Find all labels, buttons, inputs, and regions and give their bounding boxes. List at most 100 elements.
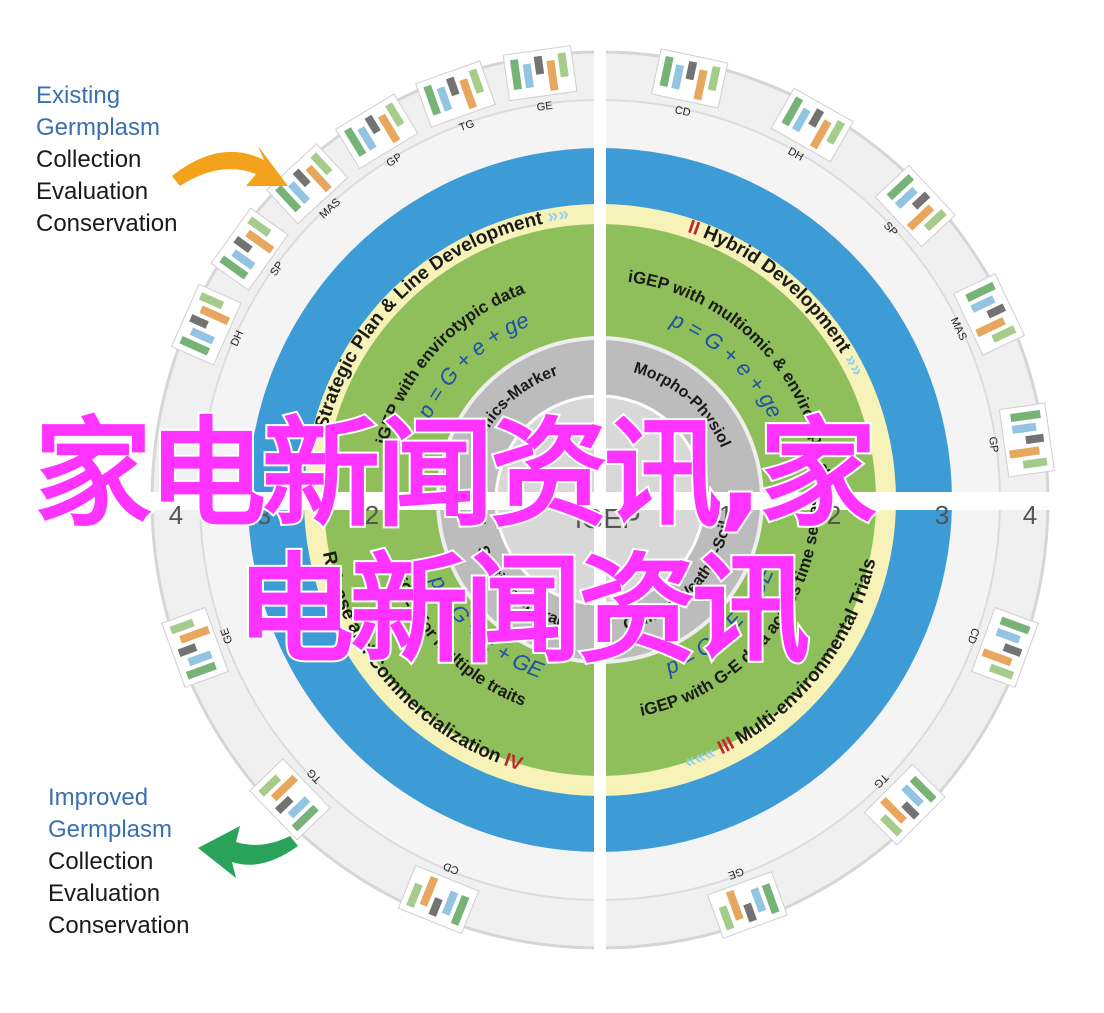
thumbnail-figure xyxy=(693,69,708,101)
thumbnail-figure xyxy=(880,796,907,824)
thumbnail-figure xyxy=(459,78,477,110)
thumbnail-tg: TG xyxy=(863,763,946,846)
thumbnail-figure xyxy=(199,305,231,326)
thumbnail-figure xyxy=(901,784,924,807)
axis-number-right-2: 2 xyxy=(827,500,841,530)
horizontal-divider xyxy=(150,492,1050,510)
thumbnail-figure xyxy=(894,186,918,210)
thumbnail-figure xyxy=(743,902,757,923)
orange-curved-arrow-icon xyxy=(172,146,288,186)
thumbnail-gp: GP xyxy=(986,402,1055,478)
collection-label: Collection xyxy=(48,848,154,875)
thumbnail-figure xyxy=(911,191,931,210)
thumbnail-label: GE xyxy=(219,626,236,645)
thumbnail-figure xyxy=(965,281,996,303)
thumbnail-figure xyxy=(179,625,211,644)
evaluation-label: Evaluation xyxy=(36,178,149,205)
axis-number-left-2: 2 xyxy=(365,500,379,530)
thumbnail-figure xyxy=(995,627,1021,644)
thumbnail-figure xyxy=(986,303,1007,319)
thumbnail-figure xyxy=(671,64,685,90)
axis-number-right-1: 1 xyxy=(719,500,733,530)
thumbnail-label: TG xyxy=(458,118,476,134)
thumbnail-figure xyxy=(419,875,439,907)
existing-germplasm-block: Existing Germplasm Collection Evaluation… xyxy=(36,80,177,240)
axis-number-right-4: 4 xyxy=(1023,500,1037,530)
thumbnail-label: GE xyxy=(726,865,745,882)
conservation-label: Conservation xyxy=(48,912,190,939)
center-label: iGEP xyxy=(575,503,640,534)
conservation-label: Conservation xyxy=(36,210,178,237)
evaluation-label: Evaluation xyxy=(48,880,161,907)
thumbnail-figure xyxy=(377,113,401,144)
thumbnail-figure xyxy=(975,316,1006,338)
thumbnail-figure xyxy=(981,648,1013,667)
thumbnail-figure xyxy=(274,795,294,815)
thumbnail-figure xyxy=(344,127,367,157)
thumbnail-figure xyxy=(970,295,996,313)
axis-number-right-3: 3 xyxy=(935,500,949,530)
thumbnail-ge: GE xyxy=(706,865,788,939)
thumbnail-figure xyxy=(1025,433,1045,445)
germplasm-label: Germplasm xyxy=(36,114,161,141)
thumbnail-sp: SP xyxy=(874,164,956,248)
thumbnail-figure xyxy=(245,229,275,254)
thumbnail-figure xyxy=(1011,422,1037,434)
thumbnail-figure xyxy=(428,897,443,917)
thumbnail-figure xyxy=(557,52,569,78)
thumbnail-cd: CD xyxy=(397,860,480,935)
thumbnail-figure xyxy=(187,650,213,667)
thumbnail-figure xyxy=(406,882,423,908)
axis-number-left-1: 1 xyxy=(473,500,487,530)
thumbnail-figure xyxy=(707,65,721,92)
thumbnail-figure xyxy=(781,96,804,127)
thumbnail-label: CD xyxy=(965,626,982,645)
existing-label: Existing xyxy=(36,82,121,109)
thumbnail-figure xyxy=(725,889,744,921)
thumbnail-figure xyxy=(436,86,453,112)
thumbnail-figure xyxy=(1022,457,1048,469)
thumbnail-figure xyxy=(231,249,256,270)
thumbnail-figure xyxy=(185,661,217,680)
thumbnail-figure xyxy=(305,164,332,193)
thumbnail-tg: TG xyxy=(415,60,496,134)
thumbnail-figure xyxy=(423,84,441,116)
thumbnail-figure xyxy=(809,119,832,150)
thumbnail-figure xyxy=(1010,409,1041,423)
thumbnail-label: CD xyxy=(442,860,461,877)
thumbnail-figure xyxy=(270,774,299,802)
thumbnail-figure xyxy=(441,890,459,916)
thumbnail-figure xyxy=(546,60,559,91)
thumbnail-cd: CD xyxy=(965,606,1039,688)
thumbnail-figure xyxy=(906,204,935,231)
thumbnail-figure xyxy=(1009,446,1040,459)
thumbnail-figure xyxy=(880,813,903,837)
thumbnail-figure xyxy=(275,184,302,213)
thumbnail-figure xyxy=(522,63,534,89)
thumbnail-figure xyxy=(999,616,1031,635)
thumbnail-label: GE xyxy=(536,100,553,114)
thumbnail-figure xyxy=(533,55,545,75)
thumbnail-figure xyxy=(901,801,920,820)
thumbnail-figure xyxy=(364,114,381,135)
axis-number-left-3: 3 xyxy=(257,500,271,530)
thumbnail-figure xyxy=(909,775,937,803)
thumbnail-figure xyxy=(219,255,249,280)
thumbnail-figure xyxy=(247,216,272,237)
germplasm-label: Germplasm xyxy=(48,816,173,843)
thumbnail-sp: SP xyxy=(210,207,289,291)
thumbnail-ge: GE xyxy=(502,45,578,114)
thumbnail-figure xyxy=(750,887,767,913)
green-curved-arrow-icon xyxy=(198,826,298,878)
thumbnail-figure xyxy=(198,292,225,310)
thumbnail-figure xyxy=(991,325,1017,343)
thumbnail-figure xyxy=(189,327,215,345)
thumbnail-figure xyxy=(310,152,333,176)
thumbnail-figure xyxy=(450,895,470,926)
thumbnail-figure xyxy=(509,59,523,90)
improved-label: Improved xyxy=(48,784,149,811)
thumbnail-figure xyxy=(189,314,209,329)
